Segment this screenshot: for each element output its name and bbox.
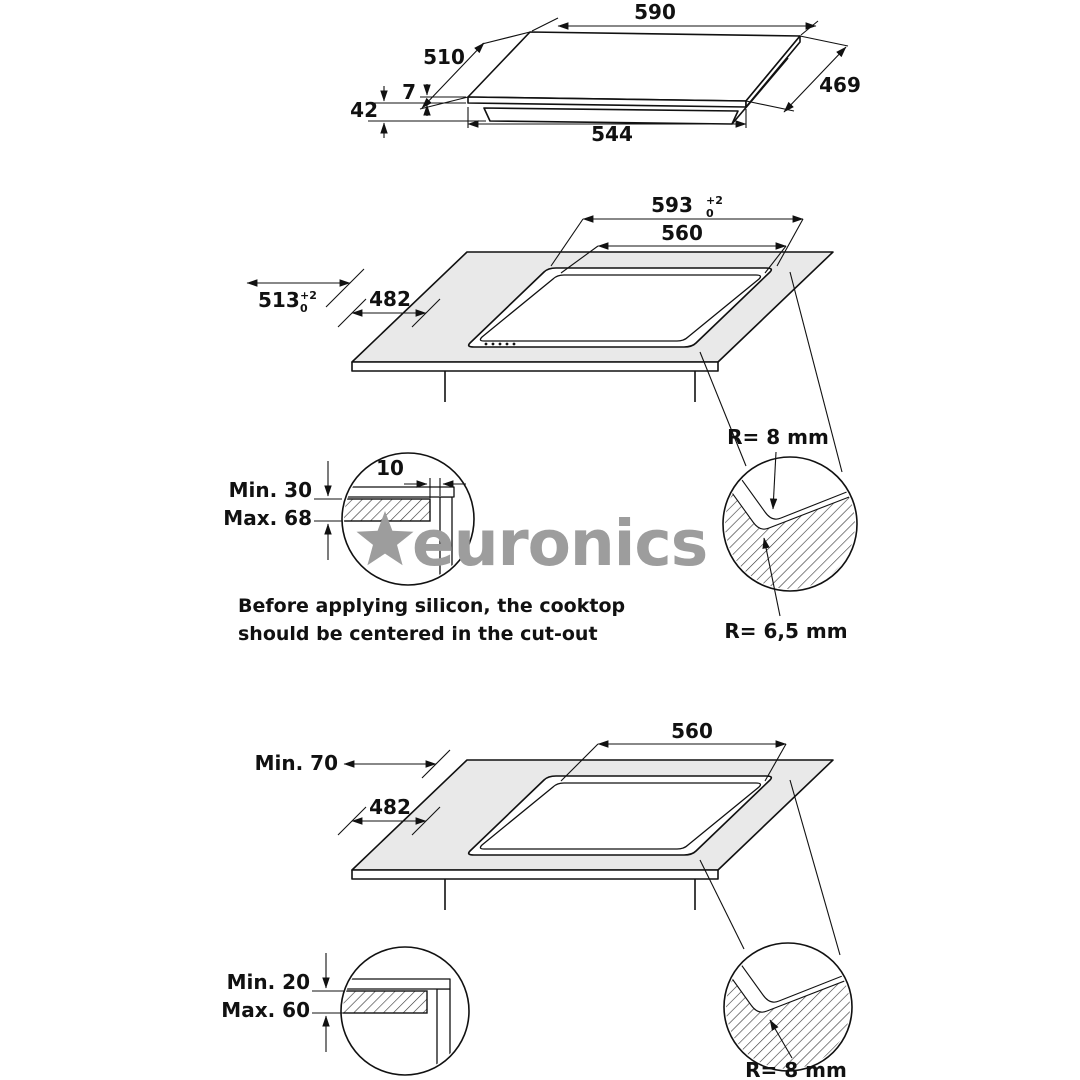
- countertop-front-edge-1: [351, 361, 719, 372]
- dim-469-label: 469: [819, 73, 861, 97]
- dim-513-label: 513: [258, 288, 300, 312]
- brand-text: euronics: [412, 507, 707, 580]
- dim-inner-width-560-1: 560: [560, 221, 787, 274]
- note-line-1: Before applying silicon, the cooktop: [238, 595, 625, 617]
- dim-593-tol-lower: 0: [706, 207, 714, 220]
- flush-detail-circle: Min. 20 Max. 60: [221, 946, 470, 1076]
- dim-593-tol-upper: +2: [706, 194, 723, 207]
- min-30-label: Min. 30: [229, 478, 312, 502]
- max-60-label: Max. 60: [221, 998, 310, 1022]
- dim-height-42: 42: [350, 86, 486, 138]
- corner-outer-line-2: [726, 945, 850, 1003]
- brand-watermark: euronics: [356, 507, 708, 580]
- countertop-section-hatched-2: [343, 990, 428, 1014]
- dim-510-label: 510: [423, 45, 465, 69]
- dim-544-label: 544: [591, 122, 633, 146]
- cutout-opening-inner-2: [479, 782, 762, 850]
- dim-7-label: 7: [402, 80, 416, 104]
- dim-513-tol-lower: 0: [300, 302, 308, 315]
- dim-outer-depth-513: 513 +2 0: [246, 268, 365, 315]
- dim-10-label: 10: [376, 456, 404, 480]
- callout-line-2b: [789, 779, 841, 956]
- dim-42-label: 42: [350, 98, 378, 122]
- radius-detail-circle-2: R= 8 mm: [699, 779, 853, 1080]
- overlap-section-drawing: [344, 486, 455, 583]
- radius-65-label: R= 6,5 mm: [724, 619, 847, 643]
- dim-593-label: 593: [651, 193, 693, 217]
- countertop-front-edge-2: [351, 869, 719, 880]
- radius-8-label-1: R= 8 mm: [727, 425, 829, 449]
- radius-8-arrow-1: [769, 451, 778, 510]
- max-68-label: Max. 68: [223, 506, 312, 530]
- dim-560-label-1: 560: [661, 221, 703, 245]
- countertop-section-hatched: [344, 498, 431, 522]
- dim-482-label-1: 482: [369, 287, 411, 311]
- dim-min-70: Min. 70: [255, 749, 451, 779]
- callout-line-1a: [699, 351, 747, 467]
- dim-590-label: 590: [634, 0, 676, 24]
- silicon-note: Before applying silicon, the cooktop sho…: [238, 595, 625, 645]
- dim-width-bottom-544: 544: [467, 107, 747, 146]
- min-70-label: Min. 70: [255, 751, 338, 775]
- cooktop-isometric-drawing: [467, 31, 801, 125]
- product-view: 590 510 469 7 42: [350, 0, 861, 146]
- callout-line-2a: [699, 859, 745, 950]
- detail-views-1: 10 Min. 30 Max. 68 R= 8 mm R: [223, 271, 858, 645]
- cooktop-glass-section: [344, 486, 455, 498]
- dim-482-label-2: 482: [369, 795, 411, 819]
- dim-inner-depth-482-2: 482: [337, 795, 441, 836]
- cutout-opening-inner-1: [479, 274, 762, 342]
- cooktop-glass-section-2: [343, 978, 451, 990]
- corner-inner-line-2: [726, 945, 850, 1013]
- dim-513-tol-upper: +2: [300, 289, 317, 302]
- dim-thickness-30-68: Min. 30 Max. 68: [223, 461, 342, 560]
- dim-depth-right-469: 469: [745, 35, 861, 113]
- corner-outer-line-1: [725, 459, 855, 520]
- radius-8-label-2: R= 8 mm: [745, 1058, 847, 1080]
- control-dots: [484, 342, 516, 346]
- note-line-2: should be centered in the cut-out: [238, 623, 598, 645]
- corner-hatch-1: [725, 459, 855, 589]
- cutout-view-1: 593 +2 0 560 513 +2 0 482: [246, 193, 834, 402]
- cooktop-glass-top-face: [467, 31, 801, 102]
- dim-glass-thickness-7: 7: [368, 80, 466, 116]
- corner-radius-drawing-1: [725, 459, 855, 589]
- detail-views-2: Min. 20 Max. 60 R= 8 mm: [221, 779, 853, 1080]
- corner-inner-line-1: [725, 459, 855, 530]
- dim-inner-depth-482-1: 482: [337, 287, 441, 328]
- radius-65-arrow: [762, 537, 781, 617]
- dim-outer-width-593: 593 +2 0: [550, 193, 804, 267]
- dim-560-label-2: 560: [671, 719, 713, 743]
- min-20-label: Min. 20: [227, 970, 310, 994]
- dim-width-top-590: 590: [531, 0, 819, 36]
- radius-detail-circle-1: R= 8 mm R= 6,5 mm: [699, 271, 858, 643]
- cooktop-body-right-line: [731, 57, 789, 125]
- cutout-view-2: 560 Min. 70 482: [255, 719, 834, 910]
- flush-section-drawing: [343, 978, 451, 1073]
- dim-thickness-20-60: Min. 20 Max. 60: [221, 953, 344, 1052]
- dim-clearance-10: 10: [376, 456, 466, 498]
- radius-8-arrow-2: [769, 1019, 793, 1059]
- brand-star-icon: [356, 511, 414, 566]
- dim-inner-width-560-2: 560: [560, 719, 787, 782]
- callout-line-1b: [789, 271, 843, 473]
